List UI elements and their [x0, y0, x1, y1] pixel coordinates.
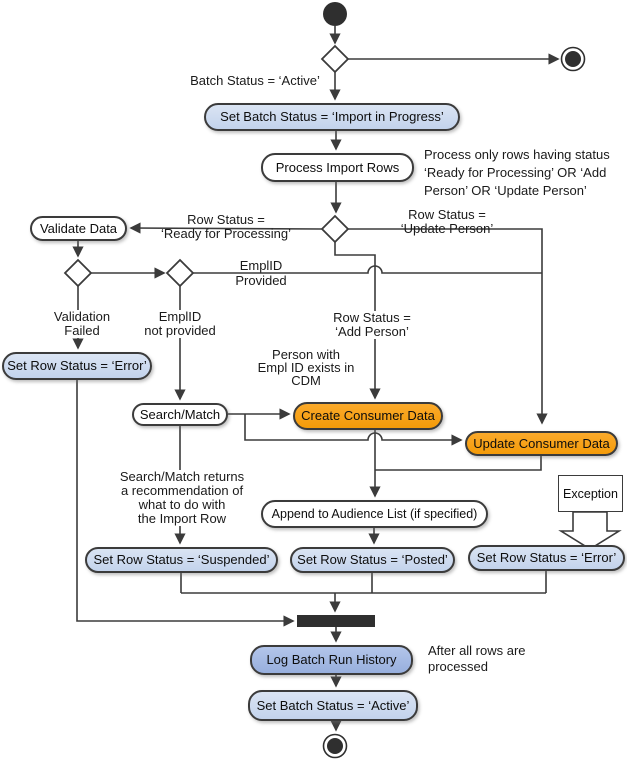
node-create-consumer-data: Create Consumer Data: [293, 402, 443, 430]
edge-ready-for-processing: [129, 222, 323, 234]
edge-update-down: [375, 456, 542, 471]
label-add-person: Row Status = ‘Add Person’: [322, 311, 422, 339]
edge-error-left-to-join: [76, 380, 295, 627]
end-node-top: [560, 46, 586, 72]
node-set-row-error-right: Set Row Status = ‘Error’: [468, 545, 625, 571]
label-emplid-provided: EmplID Provided: [235, 258, 287, 288]
label-person-exists-cdm: Person with Empl ID exists in CDM: [257, 347, 355, 388]
label-after-all-rows: After all rows are processed: [428, 643, 526, 674]
decision-validation: [63, 258, 93, 288]
edge-emplid-provided: [193, 265, 542, 274]
node-set-row-posted: Set Row Status = ‘Posted’: [290, 547, 455, 573]
label-search-match-returns: Search/Match returns a recommendation of…: [112, 470, 252, 526]
label-batch-active: Batch Status = ‘Active’: [190, 73, 320, 88]
decision-batch-status: [320, 44, 350, 74]
node-set-row-suspended: Set Row Status = ‘Suspended’: [85, 547, 278, 573]
node-append-audience-list: Append to Audience List (if specified): [261, 500, 488, 528]
label-validation-failed: Validation Failed: [37, 310, 127, 338]
edge-update-person: [348, 228, 548, 425]
join-bar: [297, 615, 375, 627]
decision-emplid: [165, 258, 195, 288]
node-update-consumer-data: Update Consumer Data: [465, 431, 618, 456]
label-ready-for-processing: Row Status = ‘Ready for Processing’: [160, 212, 292, 241]
node-log-batch-run-history: Log Batch Run History: [250, 645, 413, 675]
node-validate-data: Validate Data: [30, 216, 127, 241]
note-exception: Exception: [558, 475, 623, 512]
edge-search-to-update: [244, 414, 463, 446]
start-node: [323, 2, 347, 26]
node-search-match: Search/Match: [132, 403, 228, 426]
end-node-bottom: [322, 733, 348, 759]
node-process-import-rows: Process Import Rows: [261, 153, 414, 182]
node-set-batch-active: Set Batch Status = ‘Active’: [248, 690, 418, 721]
label-process-note: Process only rows having status ‘Ready f…: [424, 147, 610, 198]
node-set-batch-import: Set Batch Status = ‘Import in Progress’: [204, 103, 460, 131]
exception-arrow: [558, 511, 622, 550]
node-set-row-error-left: Set Row Status = ‘Error’: [2, 352, 152, 380]
label-emplid-not-provided: EmplID not provided: [135, 310, 225, 338]
label-update-person: Row Status = ‘Update Person’: [400, 207, 494, 236]
decision-row-status: [320, 214, 350, 244]
